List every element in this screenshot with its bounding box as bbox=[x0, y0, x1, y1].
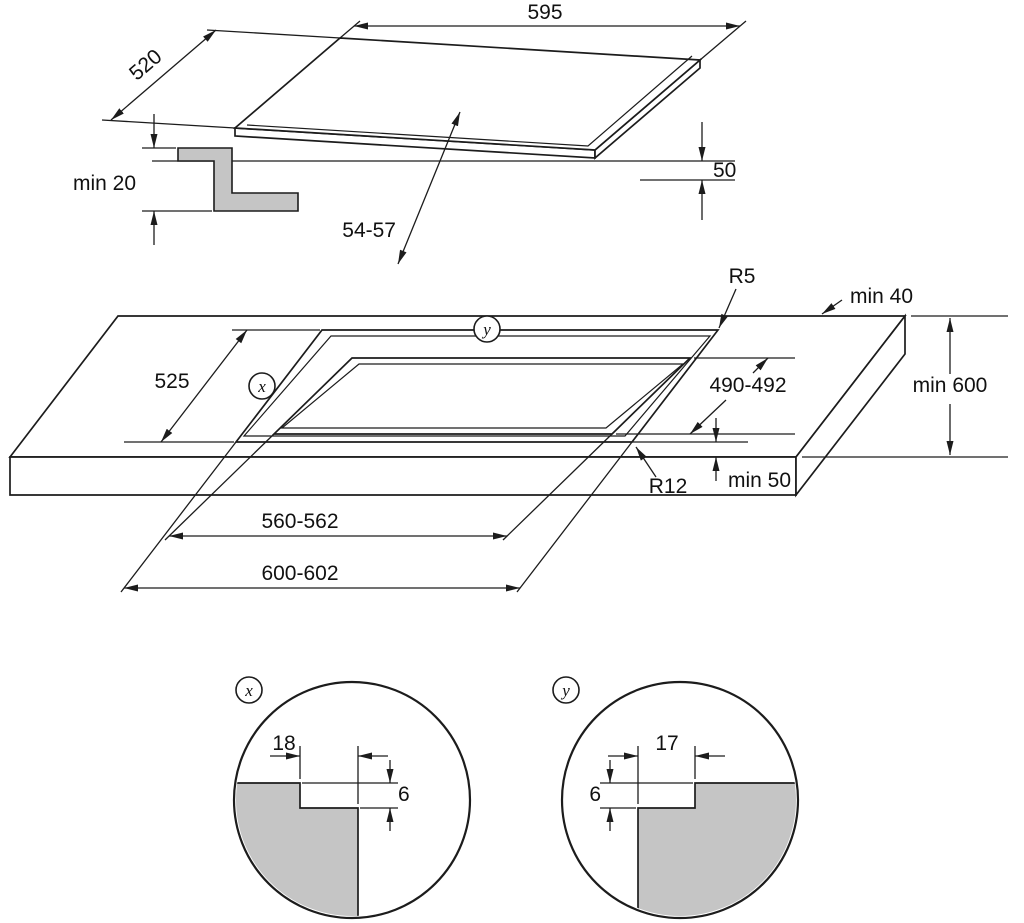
label-radius-r5-group: R5 bbox=[718, 265, 756, 329]
dim-rear-clearance: min 40 bbox=[850, 285, 913, 308]
dim-detail-x-ledge-width: 18 bbox=[272, 732, 295, 755]
detail-y-label-circle bbox=[552, 676, 580, 704]
label-radius-r5: R5 bbox=[729, 265, 756, 288]
dim-recess-depth: 525 bbox=[154, 370, 189, 393]
dim-rear-clearance-group: min 40 bbox=[821, 285, 913, 315]
dim-detail-y-ledge-width: 17 bbox=[655, 732, 678, 755]
dim-worktop-depth: min 600 bbox=[913, 374, 988, 397]
hob-top-face bbox=[232, 37, 703, 151]
dim-cutout-depth-group: 490-492 bbox=[616, 357, 795, 435]
section-marker-x-circle bbox=[248, 372, 276, 400]
dim-installed-depth: 54-57 bbox=[342, 219, 396, 242]
section-marker-x-label: x bbox=[257, 377, 266, 396]
dim-hob-width-group: 595 bbox=[339, 1, 747, 61]
label-radius-r12-group: R12 bbox=[635, 446, 688, 498]
dim-front-clearance: min 50 bbox=[728, 469, 791, 492]
detail-y-section: 17 6 y bbox=[552, 676, 800, 920]
section-marker-y-label: y bbox=[481, 320, 491, 339]
detail-x-label: x bbox=[244, 681, 253, 700]
worktop-right-face bbox=[795, 313, 906, 498]
dim-worktop-depth-group: min 600 bbox=[802, 315, 1008, 458]
dim-installed-depth-group: 54-57 bbox=[342, 111, 461, 265]
hob-glass-bevel-line bbox=[246, 55, 693, 147]
mounting-profile-cross-section bbox=[177, 147, 299, 212]
dim-detail-x-recess-height: 6 bbox=[398, 783, 410, 806]
dim-cutout-width-group: 560-562 bbox=[164, 433, 613, 541]
dim-hob-width: 595 bbox=[527, 1, 562, 24]
label-radius-r12: R12 bbox=[649, 475, 688, 498]
dim-hob-height-group: 50 bbox=[640, 122, 736, 220]
detail-x-label-circle bbox=[235, 676, 263, 704]
dim-cutout-depth: 490-492 bbox=[709, 374, 786, 397]
worktop-cutout-view: 525 R5 min 40 490-492 min 600 bbox=[8, 265, 1008, 593]
dim-detail-y-width-group: 17 bbox=[608, 732, 725, 804]
detail-y-profile bbox=[637, 782, 796, 916]
dim-mounting-clearance-group: min 20 bbox=[73, 114, 212, 245]
section-marker-y: y bbox=[473, 315, 501, 343]
detail-y-label-group: y bbox=[552, 676, 580, 704]
dim-front-clearance-group: min 50 bbox=[632, 418, 791, 492]
dim-cutout-width: 560-562 bbox=[261, 510, 338, 533]
detail-x-profile bbox=[236, 782, 359, 916]
recess-inner-lip bbox=[242, 335, 712, 437]
dim-hob-height: 50 bbox=[713, 159, 736, 182]
dim-hob-depth: 520 bbox=[125, 45, 167, 85]
cutout-hole-inner-lip bbox=[280, 363, 685, 429]
dim-recess-width: 600-602 bbox=[261, 562, 338, 585]
detail-x-label-group: x bbox=[235, 676, 263, 704]
dim-recess-depth-group: 525 bbox=[124, 329, 320, 443]
dim-detail-y-recess-height: 6 bbox=[589, 783, 601, 806]
detail-y-label: y bbox=[560, 681, 570, 700]
dim-recess-width-group: 600-602 bbox=[120, 441, 633, 593]
section-marker-y-circle bbox=[473, 315, 501, 343]
detail-x-section: 18 6 x bbox=[232, 676, 472, 920]
section-marker-x: x bbox=[248, 372, 276, 400]
dim-detail-y-height-group: 6 bbox=[589, 760, 693, 831]
dim-detail-x-height-group: 6 bbox=[302, 760, 410, 831]
dim-min-mounting-clearance: min 20 bbox=[73, 172, 136, 195]
hob-isometric-view: 595 520 min 20 50 54-57 bbox=[73, 1, 747, 265]
dim-detail-x-width-group: 18 bbox=[270, 732, 388, 804]
